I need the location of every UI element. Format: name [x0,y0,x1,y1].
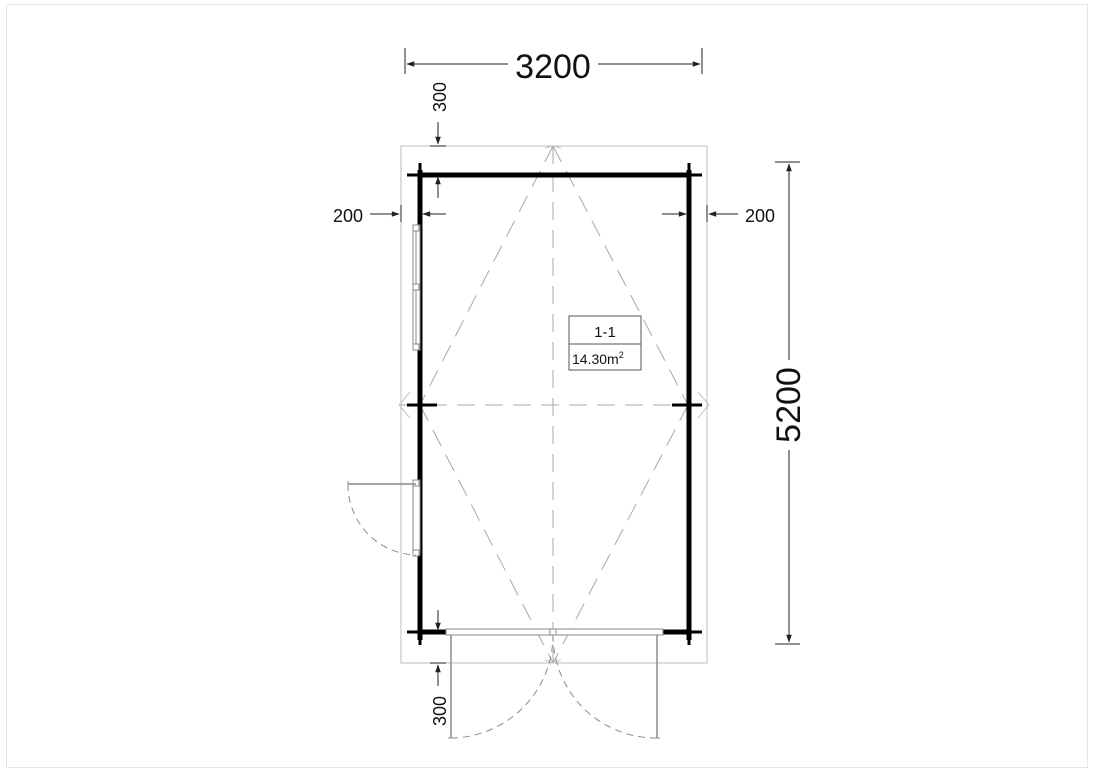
side-door [347,479,421,557]
width-label: 3200 [515,48,591,86]
walls [407,163,702,645]
roof-lines [401,145,707,664]
room-area: 14.30m2 [572,350,624,367]
dimension-overhang-right [662,205,738,222]
roof-diagonal [419,145,554,406]
roof-diagonal [419,404,554,664]
dimension-overhang-bottom [430,610,446,686]
room-label: 1-1 14.30m2 [568,315,642,371]
dimension-overhang-top [430,122,446,198]
gable-marks [398,145,710,664]
drawing-frame [6,4,1088,768]
dimension-overhang-left [370,205,446,222]
overhang-bottom-label: 300 [430,696,450,726]
window-left [412,224,421,351]
overhang-top-label: 300 [430,82,450,112]
front-doors [445,628,664,739]
overhang-left-label: 200 [333,206,363,226]
roof-diagonal [552,145,689,406]
room-name: 1-1 [594,324,616,341]
roof-diagonal [552,404,689,664]
overhang-right-label: 200 [745,206,775,226]
dimension-width [404,48,703,74]
dimension-height [775,161,800,645]
height-label: 5200 [770,367,808,443]
